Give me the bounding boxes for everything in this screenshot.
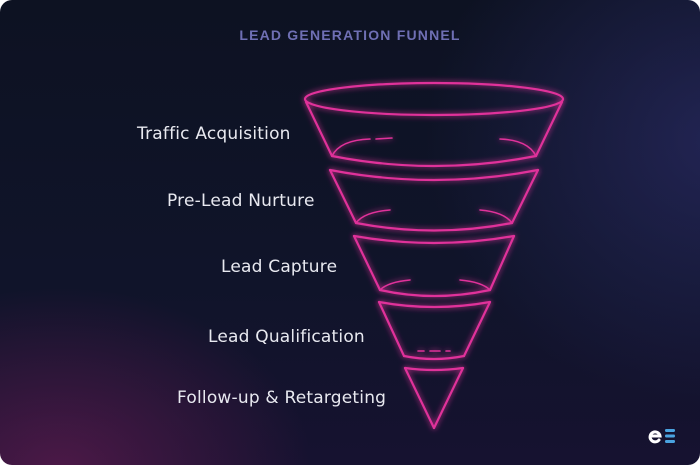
funnel-stage-2 [328,168,540,232]
funnel-stage-3 [352,234,516,298]
funnel-stage-1 [303,81,565,168]
stage-label-5: Follow-up & Retargeting [177,388,387,408]
diagram-title: LEAD GENERATION FUNNEL [239,27,461,43]
stage-label-2: Pre-Lead Nurture [167,191,315,211]
brand-logo-icon [648,429,675,444]
funnel-stage-4 [377,300,492,361]
stage-label-4: Lead Qualification [208,327,365,347]
stage-label-3: Lead Capture [221,257,338,277]
stage-label-1: Traffic Acquisition [137,124,291,144]
funnel-stage-5 [403,366,465,430]
